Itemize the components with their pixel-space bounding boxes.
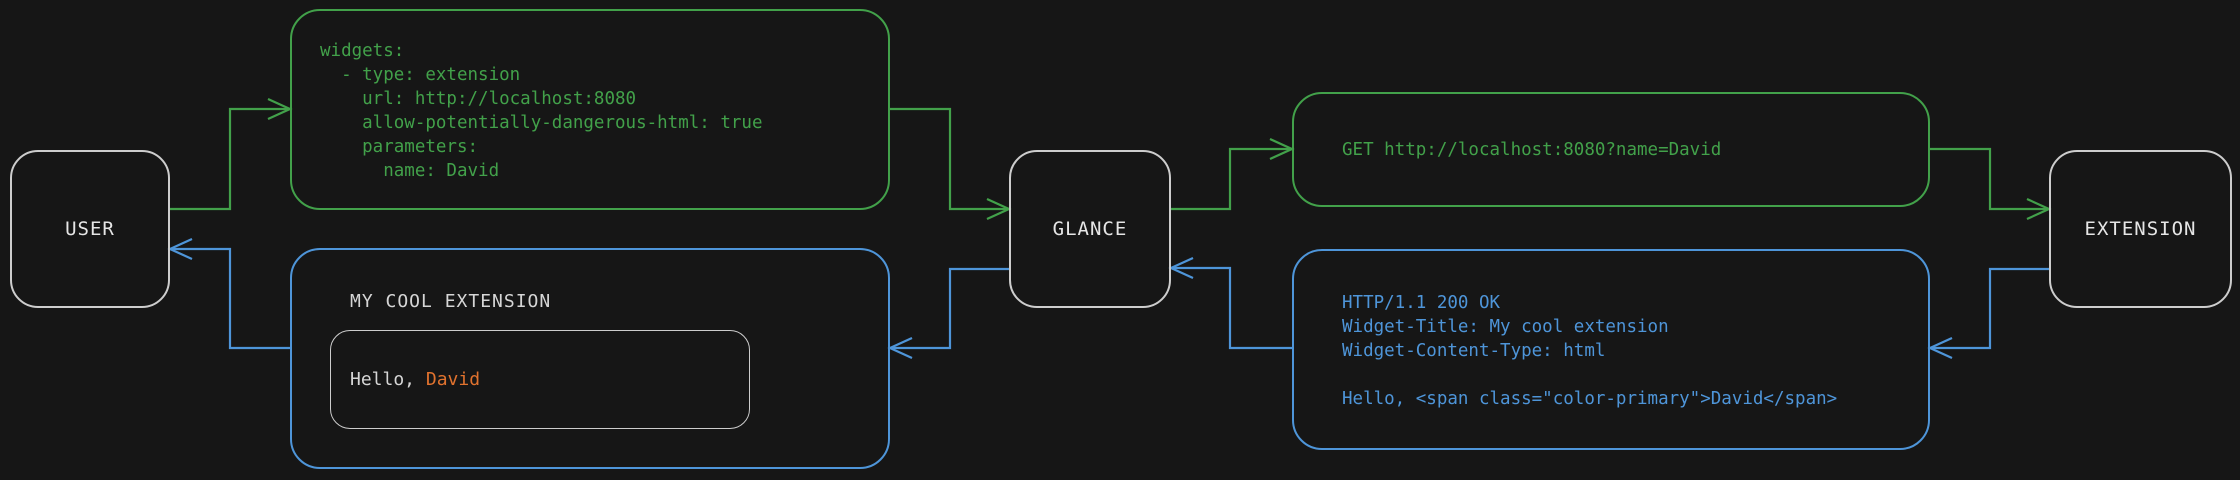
http-response-box (1292, 249, 1930, 450)
http-response-code: HTTP/1.1 200 OK Widget-Title: My cool ex… (1342, 293, 1838, 409)
node-extension: EXTENSION (2049, 150, 2232, 308)
greeting-prefix: Hello, (350, 369, 426, 390)
arrow-config-to-glance (890, 107, 1012, 221)
widget-preview-title: MY COOL EXTENSION (350, 291, 552, 312)
node-extension-label: EXTENSION (2084, 218, 2197, 240)
widget-preview-box (290, 248, 890, 469)
arrow-extension-to-response (1927, 267, 2049, 360)
http-request-box (1292, 92, 1930, 207)
arrow-user-to-config (170, 97, 293, 211)
greeting-name: David (425, 369, 481, 390)
node-glance: GLANCE (1009, 150, 1171, 308)
arrow-widget-to-user (167, 237, 290, 350)
http-request-code: GET http://localhost:8080?name=David (1342, 140, 1722, 160)
widget-greeting-box (330, 330, 750, 429)
node-user: USER (10, 150, 170, 308)
node-glance-label: GLANCE (1052, 218, 1128, 240)
config-yaml-code: widgets: - type: extension url: http://l… (320, 41, 763, 181)
arrow-glance-to-request (1171, 137, 1295, 211)
config-yaml-box (290, 9, 890, 210)
arrow-request-to-extension (1930, 147, 2052, 221)
arrow-response-to-glance (1168, 256, 1292, 350)
node-user-label: USER (65, 218, 115, 240)
arrow-glance-to-widget (887, 267, 1009, 360)
widget-greeting-text: Hello, David (350, 368, 480, 392)
